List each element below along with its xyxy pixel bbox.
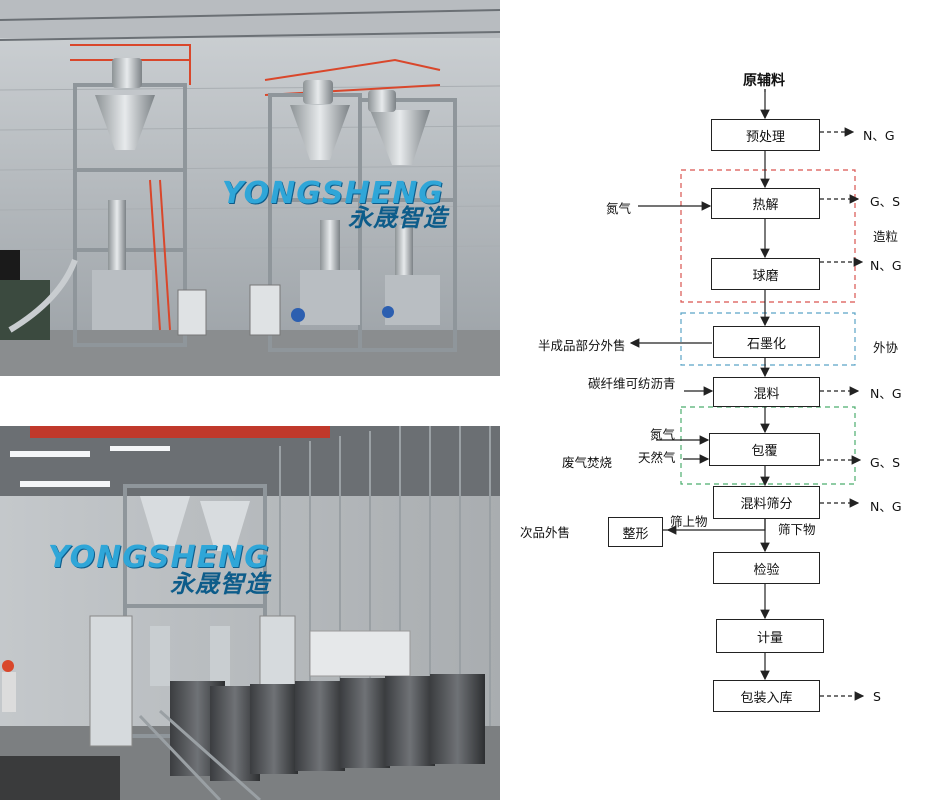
step-pretreat: 预处理 [711,119,820,151]
equipment-scene-bottom [0,426,500,800]
emission-pack: S [873,689,881,704]
brand-logo-text-en: YONGSHENG [48,540,270,575]
step-reshape: 整形 [608,517,663,547]
sieve-under-label: 筛下物 [778,522,816,537]
step-pyrolysis: 热解 [711,188,820,219]
step-measure: 计量 [716,619,824,653]
input-natgas: 天然气 [638,450,676,465]
output-semi-sale: 半成品部分外售 [538,338,626,353]
emission-mix1: N、G [870,386,902,401]
sieve-over-label: 筛上物 [670,514,708,529]
equipment-photo-top: YONGSHENG 永晟智造 [0,0,500,376]
emission-mixsieve: N、G [870,499,902,514]
step-inspect: 检验 [713,552,820,584]
input-nitrogen-coat: 氮气 [650,427,676,442]
step-pack: 包装入库 [713,680,820,712]
step-ballmill: 球磨 [711,258,820,290]
equipment-photo-bottom: YONGSHENG 永晟智造 [0,426,500,800]
step-graphitize: 石墨化 [713,326,820,358]
emission-coat: G、S [870,455,901,470]
process-flowchart: 原辅料 预处理 热解 球磨 石墨化 混料 包覆 混料筛分 整形 检验 计量 包装… [508,0,928,800]
emission-pretreat: N、G [863,128,895,143]
step-mixsieve: 混料筛分 [713,486,820,519]
input-nitrogen-pyrolysis: 氮气 [606,201,632,216]
flow-start-label: 原辅料 [743,73,785,89]
step-mix1: 混料 [713,377,820,407]
input-wasteburn: 废气焚烧 [562,455,613,470]
brand-logo-text-cn: 永晟智造 [348,204,448,232]
emission-ballmill: N、G [870,258,902,273]
emission-pyrolysis: G、S [870,194,901,209]
group-label-outsource: 外协 [873,340,899,355]
output-second-sale: 次品外售 [520,525,571,540]
step-coat: 包覆 [709,433,820,466]
input-pitch: 碳纤维可纺沥青 [588,376,676,391]
brand-logo-text-cn: 永晟智造 [170,570,270,598]
group-label-granulation: 造粒 [873,229,899,244]
equipment-scene-top [0,0,500,376]
outsource-group-box [680,312,856,366]
brand-logo-text-en: YONGSHENG [222,176,444,211]
